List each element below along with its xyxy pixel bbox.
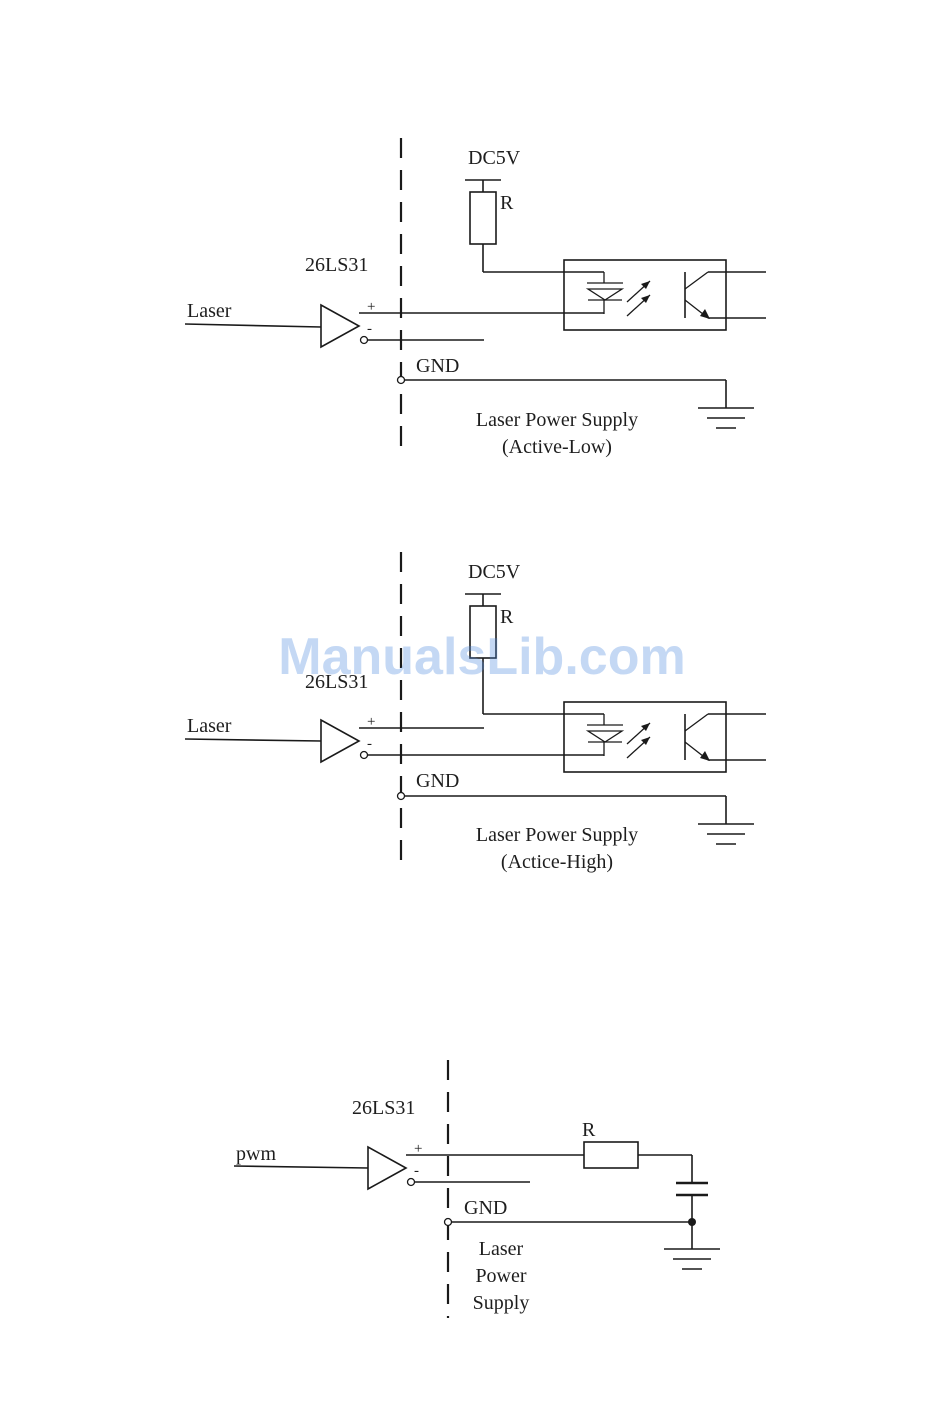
optocoupler-symbol	[564, 260, 766, 330]
diagram-active-low: DC5V R 26LS31 Laser	[185, 138, 766, 458]
caption-line-2: Power	[475, 1265, 526, 1287]
line-driver-symbol	[321, 720, 359, 762]
gnd-label: GND	[416, 770, 459, 792]
caption-line-2: (Active-Low)	[502, 436, 612, 458]
resistor-label: R	[500, 606, 514, 628]
watermark: ManualsLib.com	[278, 628, 685, 686]
minus-sign: -	[367, 736, 372, 752]
caption-line-1: Laser Power Supply	[476, 824, 638, 846]
resistor-symbol	[470, 192, 496, 244]
line-driver-symbol	[368, 1147, 406, 1189]
gnd-terminal	[398, 377, 405, 384]
driver-label: 26LS31	[305, 254, 368, 276]
input-wire	[185, 324, 321, 327]
input-wire	[234, 1166, 368, 1168]
inverted-output-dot	[361, 752, 368, 759]
plus-sign: +	[367, 299, 375, 315]
caption-line-1: Laser	[479, 1238, 524, 1260]
capacitor-symbol	[676, 1183, 708, 1195]
ground-icon	[698, 408, 754, 428]
diagram-active-high: DC5V R 26LS31 Laser	[185, 552, 766, 873]
minus-sign: -	[367, 321, 372, 337]
supply-label: DC5V	[468, 147, 521, 169]
line-driver-symbol	[321, 305, 359, 347]
driver-label: 26LS31	[352, 1097, 415, 1119]
input-label: Laser	[187, 715, 232, 737]
resistor-label: R	[582, 1119, 596, 1141]
input-wire	[185, 739, 321, 741]
minus-sign: -	[414, 1163, 419, 1179]
ground-icon	[698, 824, 754, 844]
input-label: pwm	[236, 1143, 276, 1165]
resistor-symbol	[584, 1142, 638, 1168]
caption-line-3: Supply	[473, 1292, 530, 1314]
diagram-pwm: 26LS31 pwm + - R GND Laser Power Supply	[234, 1060, 720, 1318]
gnd-terminal	[445, 1219, 452, 1226]
gnd-label: GND	[416, 355, 459, 377]
optocoupler-symbol	[564, 702, 766, 772]
resistor-label: R	[500, 192, 514, 214]
plus-sign: +	[367, 714, 375, 730]
caption-line-1: Laser Power Supply	[476, 409, 638, 431]
gnd-label: GND	[464, 1197, 507, 1219]
input-label: Laser	[187, 300, 232, 322]
caption-line-2: (Actice-High)	[501, 851, 613, 873]
inverted-output-dot	[408, 1179, 415, 1186]
inverted-output-dot	[361, 337, 368, 344]
ground-icon	[664, 1249, 720, 1269]
supply-label: DC5V	[468, 561, 521, 583]
gnd-terminal	[398, 793, 405, 800]
